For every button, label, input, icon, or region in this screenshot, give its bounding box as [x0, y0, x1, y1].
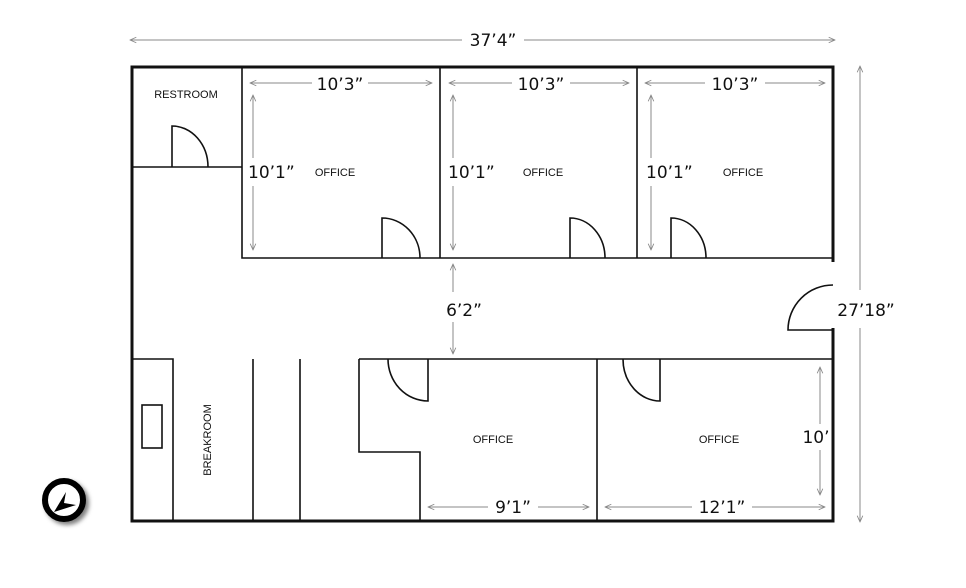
- door-office-3: [670, 217, 707, 259]
- room-label-office-1: OFFICE: [315, 167, 355, 179]
- svg-text:6’2”: 6’2”: [446, 301, 482, 321]
- doors: [171, 125, 834, 402]
- office-2-depth-dimension: 10’1”: [448, 95, 495, 250]
- svg-text:10’1”: 10’1”: [248, 163, 295, 183]
- office-5-width-dimension: 12’1”: [605, 498, 825, 518]
- office-1-width-dimension: 10’3”: [250, 75, 432, 95]
- svg-text:10’3”: 10’3”: [712, 75, 759, 95]
- office-5-depth-dimension: 10’: [802, 367, 830, 495]
- corridor-width-dimension: 6’2”: [446, 264, 482, 354]
- svg-text:10’1”: 10’1”: [448, 163, 495, 183]
- svg-text:10’3”: 10’3”: [317, 75, 364, 95]
- compass-icon: [42, 478, 86, 522]
- office-4-width-dimension: 9’1”: [428, 498, 589, 518]
- svg-text:9’1”: 9’1”: [495, 498, 531, 518]
- svg-text:10’3”: 10’3”: [518, 75, 565, 95]
- svg-text:10’: 10’: [802, 428, 829, 448]
- door-entrance: [787, 284, 834, 331]
- office-3-depth-dimension: 10’1”: [646, 95, 693, 250]
- room-label-restroom: RESTROOM: [154, 89, 218, 101]
- svg-text:12’1”: 12’1”: [699, 498, 746, 518]
- room-label-breakroom: BREAKROOM: [202, 404, 214, 476]
- office-1-depth-dimension: 10’1”: [248, 95, 295, 250]
- overall-width-label: 37’4”: [470, 31, 517, 51]
- door-office-5: [622, 358, 661, 402]
- overall-width-dimension: 37’4”: [130, 31, 835, 51]
- door-office-4: [387, 358, 429, 402]
- svg-text:10’1”: 10’1”: [646, 163, 693, 183]
- office-2-width-dimension: 10’3”: [449, 75, 629, 95]
- room-label-office-4: OFFICE: [473, 434, 513, 446]
- overall-depth-dimension: 27’18”: [837, 66, 895, 522]
- overall-depth-label: 27’18”: [837, 301, 894, 321]
- room-label-office-3: OFFICE: [723, 167, 763, 179]
- walls: [130, 65, 836, 523]
- room-label-office-2: OFFICE: [523, 167, 563, 179]
- door-restroom: [171, 125, 209, 168]
- door-office-1: [381, 217, 421, 259]
- office-3-width-dimension: 10’3”: [645, 75, 825, 95]
- room-label-office-5: OFFICE: [699, 434, 739, 446]
- door-office-2: [569, 217, 606, 259]
